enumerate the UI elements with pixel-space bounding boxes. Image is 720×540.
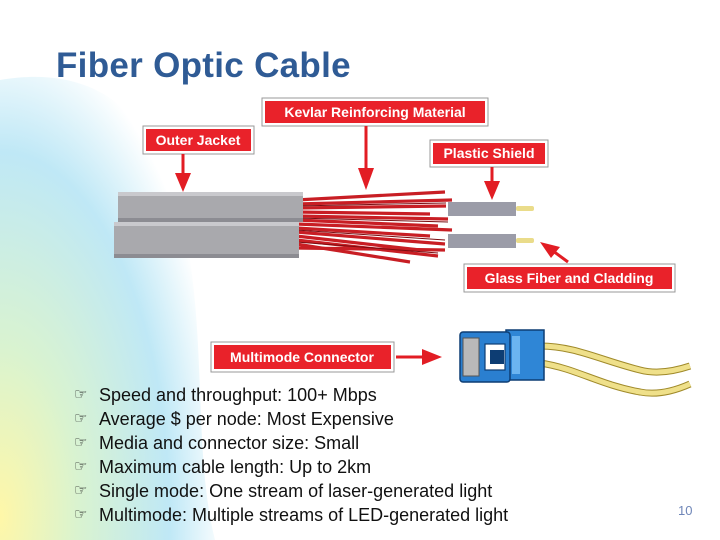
label-kevlar: Kevlar Reinforcing Material [261,97,489,127]
pointing-hand-icon: ☞ [74,386,88,403]
pointing-hand-icon: ☞ [74,506,88,523]
label-plastic-shield: Plastic Shield [429,139,549,168]
label-multimode-connector-text: Multimode Connector [230,349,374,365]
label-glass-fiber-text: Glass Fiber and Cladding [485,270,654,286]
arrows [175,126,569,365]
multimode-connector-image [459,329,692,397]
bullet-list: ☞ Speed and throughput: 100+ Mbps ☞ Avera… [74,383,508,527]
bullet-text: Multimode: Multiple streams of LED-gener… [99,505,509,525]
pointing-hand-icon: ☞ [74,458,88,475]
bullet-text: Maximum cable length: Up to 2km [99,457,372,477]
list-item: ☞ Single mode: One stream of laser-genera… [74,479,508,503]
plastic-shield-top [448,202,516,216]
glass-fiber-top [516,206,534,211]
list-item: ☞ Multimode: Multiple streams of LED-gene… [74,503,508,527]
label-outer-jacket-text: Outer Jacket [156,132,241,148]
list-item: ☞ Media and connector size: Small [74,431,508,455]
slide-title: Fiber Optic Cable [56,46,351,85]
label-multimode-connector: Multimode Connector [210,341,395,373]
plastic-shield-bottom [448,234,516,248]
bullet-text: Media and connector size: Small [99,433,360,453]
list-item: ☞ Average $ per node: Most Expensive [74,407,508,431]
bullet-text: Average $ per node: Most Expensive [99,409,394,429]
list-item: ☞ Speed and throughput: 100+ Mbps [74,383,508,407]
glass-fiber-bottom [516,238,534,243]
page-number: 10 [678,503,693,518]
kevlar-strands-dark [295,202,449,254]
pointing-hand-icon: ☞ [74,410,88,427]
bullet-text: Single mode: One stream of laser-generat… [99,481,493,501]
label-plastic-shield-text: Plastic Shield [443,145,534,161]
pointing-hand-icon: ☞ [74,434,88,451]
label-glass-fiber: Glass Fiber and Cladding [463,263,676,293]
bullet-text: Speed and throughput: 100+ Mbps [99,385,377,405]
pointing-hand-icon: ☞ [74,482,88,499]
label-kevlar-text: Kevlar Reinforcing Material [284,104,465,120]
outer-jacket-bottom [114,222,299,258]
kevlar-strands [295,190,453,264]
list-item: ☞ Maximum cable length: Up to 2km [74,455,508,479]
label-outer-jacket: Outer Jacket [142,125,255,155]
outer-jacket-top [118,192,303,222]
